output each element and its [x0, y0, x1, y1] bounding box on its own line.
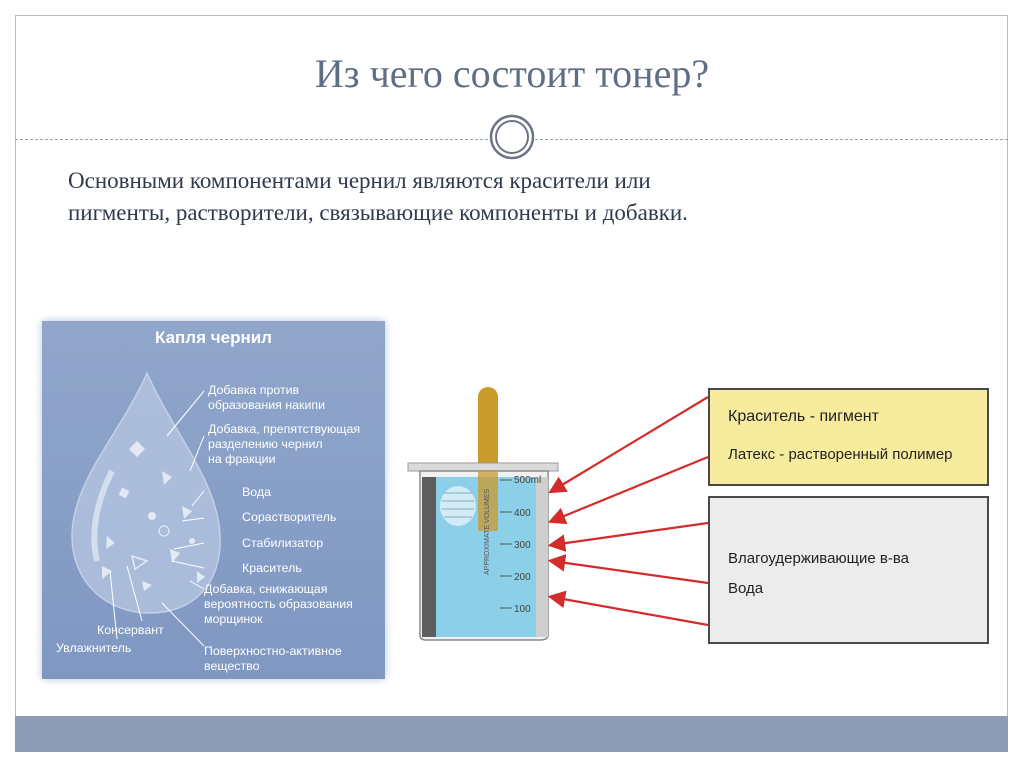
ink-drop-title: Капля чернил	[155, 328, 272, 347]
drop-label-line: вероятность образования	[204, 597, 353, 611]
drop-label-line: Увлажнитель	[56, 641, 132, 655]
drop-label-line: Добавка против	[208, 383, 300, 397]
beaker-drawing: APPROXIMATE VOLUMES 500ml 400 300 200 10…	[407, 387, 559, 641]
beaker-vertical-text: APPROXIMATE VOLUMES	[484, 488, 491, 575]
drop-label-line: Краситель	[242, 561, 302, 575]
ink-drop-illustration	[71, 371, 221, 647]
arrows-group	[547, 396, 709, 627]
drop-label-line: Поверхностно-активное	[204, 644, 342, 658]
beaker-scale-tick: 100	[514, 604, 531, 615]
drop-label-line: вещество	[204, 659, 260, 673]
drop-label-line: Стабилизатор	[242, 536, 324, 550]
body-text-line-2: пигменты, растворители, связывающие комп…	[68, 200, 688, 225]
box-label: Вода	[728, 580, 764, 597]
arrow-3	[547, 521, 709, 552]
beaker-volume-label: 500ml	[514, 475, 541, 486]
beaker-scale-tick: 300	[514, 540, 531, 551]
drop-label-line: на фракции	[208, 452, 276, 466]
drop-label-line: Вода	[242, 485, 272, 499]
beaker-illustration: APPROXIMATE VOLUMES 500ml 400 300 200 10…	[400, 385, 570, 655]
beaker-scale-tick: 400	[514, 508, 531, 519]
drop-label-line: Сорастворитель	[242, 510, 337, 524]
drop-label-line: Добавка, препятствующая	[208, 422, 361, 436]
arrow-1	[548, 396, 709, 494]
drop-label-line: морщинок	[204, 612, 263, 626]
moisture-water-box: Влагоудерживающие в-ва Вода	[708, 496, 989, 644]
arrow-5	[547, 590, 709, 627]
arrow-2	[547, 455, 709, 525]
body-text-line-1: Основными компонентами чернил являются к…	[68, 168, 651, 193]
drop-label-line: разделению чернил	[208, 437, 323, 451]
slide-title: Из чего состоит тонер?	[314, 51, 710, 96]
body-text: Основными компонентами чернил являются к…	[68, 165, 968, 229]
dye-pigment-box: Краситель - пигмент Латекс - растворенны…	[708, 388, 989, 486]
ink-drop-panel: Капля чернил	[42, 321, 385, 679]
beaker-scale-tick: 200	[514, 572, 531, 583]
box-label: Влагоудерживающие в-ва	[728, 550, 909, 567]
footer-bar	[15, 716, 1008, 752]
arrow-4	[547, 554, 709, 585]
circle-ornament-icon	[489, 114, 535, 160]
drop-label-line: Добавка, снижающая	[204, 582, 328, 596]
drop-label-line: Консервант	[97, 623, 164, 637]
box-label: Краситель - пигмент	[728, 408, 879, 425]
box-label: Латекс - растворенный полимер	[728, 446, 953, 463]
drop-label-line: образования накипи	[208, 398, 326, 412]
